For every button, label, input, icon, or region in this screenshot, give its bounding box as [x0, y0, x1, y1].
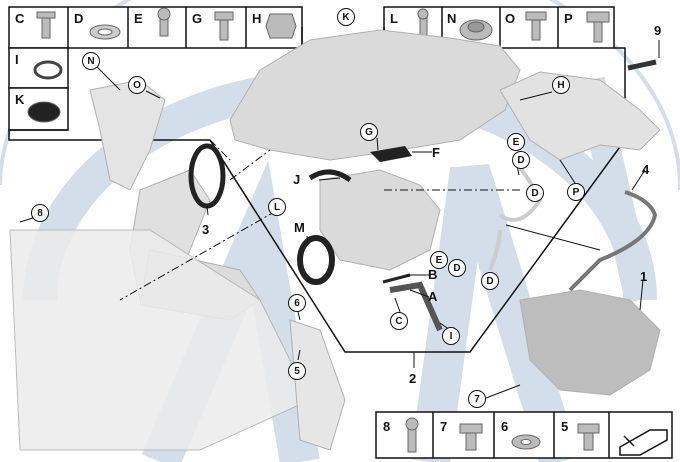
table-label-i: I	[15, 52, 19, 67]
callout-d3: D	[448, 259, 466, 277]
table-label-e: E	[134, 11, 143, 26]
bottom-label-5: 5	[561, 419, 569, 434]
part-label-f: F	[432, 145, 440, 160]
part-label-m: M	[294, 220, 305, 235]
part-label-3: 3	[202, 222, 210, 237]
bottom-label-6: 6	[501, 419, 509, 434]
part-label-1: 1	[640, 269, 648, 284]
callout-h: H	[552, 76, 570, 94]
part-label-2: 2	[409, 371, 417, 386]
callout-e2: E	[430, 251, 448, 269]
callout-k: K	[337, 8, 355, 26]
callout-c: C	[390, 312, 408, 330]
gaskets-and-pipes	[188, 59, 658, 332]
bottom-part-icons	[405, 417, 600, 453]
callout-o: O	[128, 76, 146, 94]
bottom-label-7: 7	[440, 419, 448, 434]
part-label-b: B	[428, 267, 438, 282]
table-label-k: K	[15, 92, 25, 107]
callout-6: 6	[288, 294, 306, 312]
bottom-label-8: 8	[383, 419, 391, 434]
callout-5: 5	[288, 362, 306, 380]
table-label-p: P	[564, 11, 573, 26]
table-label-c: C	[15, 11, 25, 26]
part-label-4: 4	[642, 162, 650, 177]
callout-i: I	[442, 327, 460, 345]
callout-7: 7	[468, 390, 486, 408]
callout-d2: D	[526, 184, 544, 202]
part-label-j: J	[293, 172, 301, 187]
table-label-d: D	[74, 11, 84, 26]
engine-parts	[9, 29, 661, 451]
callout-e1: E	[507, 133, 525, 151]
callout-n: N	[82, 52, 100, 70]
leader-lines	[19, 40, 660, 399]
table-label-n: N	[447, 11, 457, 26]
table-label-h: H	[252, 11, 262, 26]
callout-l: L	[268, 198, 286, 216]
table-label-o: O	[505, 11, 516, 26]
callout-d4: D	[481, 272, 499, 290]
part-label-9: 9	[654, 23, 662, 38]
callout-8: 8	[31, 204, 49, 222]
part-label-a: A	[428, 289, 438, 304]
small-part-icons	[27, 7, 610, 123]
table-label-l: L	[390, 11, 398, 26]
callout-d1: D	[512, 151, 530, 169]
small-parts-table-left	[8, 6, 303, 131]
table-label-g: G	[192, 11, 203, 26]
callout-g: G	[360, 123, 378, 141]
direction-arrow-icon	[619, 429, 668, 456]
callout-p: P	[567, 183, 585, 201]
